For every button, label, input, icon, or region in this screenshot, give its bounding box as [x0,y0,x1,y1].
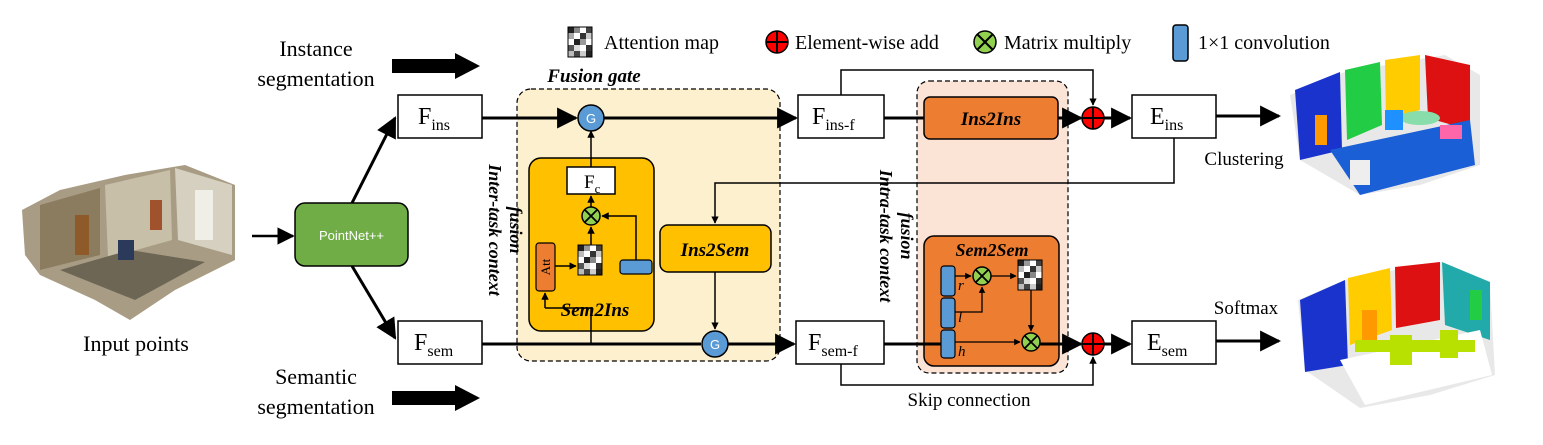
attention-map-icon [567,26,593,58]
conv-h [940,329,956,359]
legend-attention-map-label: Attention map [604,32,719,54]
input-points-label: Input points [83,331,189,356]
pointnet-backbone-box [294,202,409,267]
skip-connection-sem [840,356,1097,386]
legend-matrix-multiply-label: Matrix multiply [1004,32,1131,54]
gate-sem: G [701,330,729,358]
gate-ins-symbol: G [586,111,596,126]
r-label: r [958,278,964,294]
skip-connection-label: Skip connection [908,390,1031,411]
conv-to-multiply-arrow [601,212,637,260]
gate-sem-symbol: G [710,337,720,352]
ins2sem-title: Ins2Sem [680,240,750,261]
intra-task-fusion-label-line1: Intra-task context [876,169,896,304]
attention-map-sem2sem [1017,259,1043,291]
softmax-label: Softmax [1214,298,1279,319]
f-ins-f-box: Fins-f [797,94,885,139]
fc-label: Fc [584,172,601,196]
f-sem-box: Fsem [397,320,483,365]
eins-to-ins2sem-arrow [711,138,1175,224]
inter-task-fusion-label-line2: fusion [506,206,526,253]
conv1x1-sem2ins [619,259,653,275]
conv-r [940,265,956,297]
l-to-mult-arrow [955,286,986,313]
inter-task-fusion-label-line1: Inter-task context [485,163,505,297]
e-sem-box: Esem [1131,320,1217,365]
intra-task-fusion-label-line2: fusion [897,212,917,259]
instance-task-arrow [392,53,480,79]
pointnet-backbone-label: PointNet++ [319,228,384,243]
pointnet-to-fins-arrow [350,116,397,204]
l-label: l [958,310,962,326]
instance-output-point-cloud-image [1290,55,1480,195]
att-input-branch [545,307,592,331]
f-sem-f-box: Fsem-f [795,320,885,365]
e-ins-box: Eins [1131,94,1217,139]
input-point-cloud-image [22,165,235,320]
skip-connection-ins [840,69,1097,106]
multiply-symbol-sem2sem-top [972,266,992,286]
add-symbol-ins [1081,106,1105,130]
gate-ins: G [577,104,605,132]
semantic-seg-label-line2: segmentation [257,394,374,419]
svg-text:Fsem: Fsem [414,330,454,360]
pointnet-to-fsem-arrow [350,265,397,340]
instance-seg-label-line1: Instance [279,36,352,61]
conv-l [940,297,956,329]
clustering-label: Clustering [1204,149,1284,170]
svg-text:Eins: Eins [1150,104,1183,134]
legend-conv1x1-label: 1×1 convolution [1198,32,1330,54]
svg-text:Fins: Fins [418,104,450,134]
ins2ins-title: Ins2Ins [960,109,1021,130]
attention-map-sem2ins [577,244,603,276]
att-label: Att [538,258,553,275]
sem2sem-title: Sem2Sem [955,240,1028,260]
svg-text:Fsem-f: Fsem-f [808,330,858,360]
legend: Attention map Element-wise add Matrix mu… [567,24,1330,62]
add-symbol-sem [1081,332,1105,356]
matrix-multiply-icon [973,30,997,54]
att-box [535,242,556,292]
legend-element-add-label: Element-wise add [795,32,939,54]
multiply-symbol-sem2sem-bottom [1021,332,1041,352]
h-label: h [958,344,966,360]
svg-text:Esem: Esem [1147,330,1188,360]
element-add-icon [765,30,789,54]
fc-box [566,166,616,195]
conv1x1-icon [1172,24,1189,62]
multiply-symbol-sem2ins [581,206,601,226]
semantic-output-point-cloud-image [1298,262,1495,408]
instance-seg-label-line2: segmentation [257,66,374,91]
f-ins-box: Fins [397,94,483,139]
semantic-seg-label-line1: Semantic [275,364,357,389]
fusion-gate-title: Fusion gate [546,66,641,87]
svg-text:Fins-f: Fins-f [812,104,855,134]
sem2ins-title: Sem2Ins [561,300,630,321]
semantic-task-arrow [392,385,480,411]
